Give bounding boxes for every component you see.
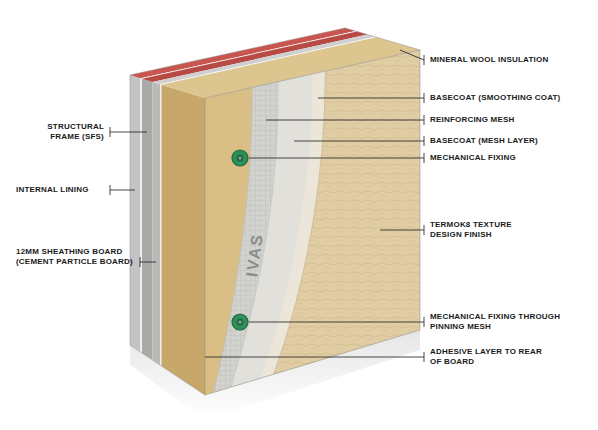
- part-label: MECHANICAL FIXING THROUGH PINNING MESH: [430, 312, 580, 332]
- part-label: MECHANICAL FIXING: [430, 153, 516, 163]
- layer-label: BASECOAT (SMOOTHING COAT): [430, 93, 560, 103]
- layer-label: MINERAL WOOL INSULATION: [430, 55, 548, 65]
- side-face: [130, 75, 205, 395]
- leader-line: [110, 127, 156, 267]
- leader-line: [205, 50, 424, 362]
- block-outline: [130, 28, 420, 395]
- front-face: [205, 50, 420, 395]
- mechanical-fixing-symbol: [232, 314, 248, 330]
- layer-label: TERMOK8 TEXTURE DESIGN FINISH: [430, 220, 525, 240]
- layer-label: ADHESIVE LAYER TO REAR OF BOARD: [430, 347, 555, 367]
- layer-label: BASECOAT (MESH LAYER): [430, 136, 538, 146]
- layer-label: 12MM SHEATHING BOARD (CEMENT PARTICLE BO…: [16, 247, 134, 267]
- mechanical-fixing-symbol: [232, 150, 248, 166]
- layer-label: STRUCTURAL FRAME (SFS): [16, 122, 104, 142]
- layer-label: REINFORCING MESH: [430, 115, 515, 125]
- layer-label: INTERNAL LINING: [16, 185, 104, 195]
